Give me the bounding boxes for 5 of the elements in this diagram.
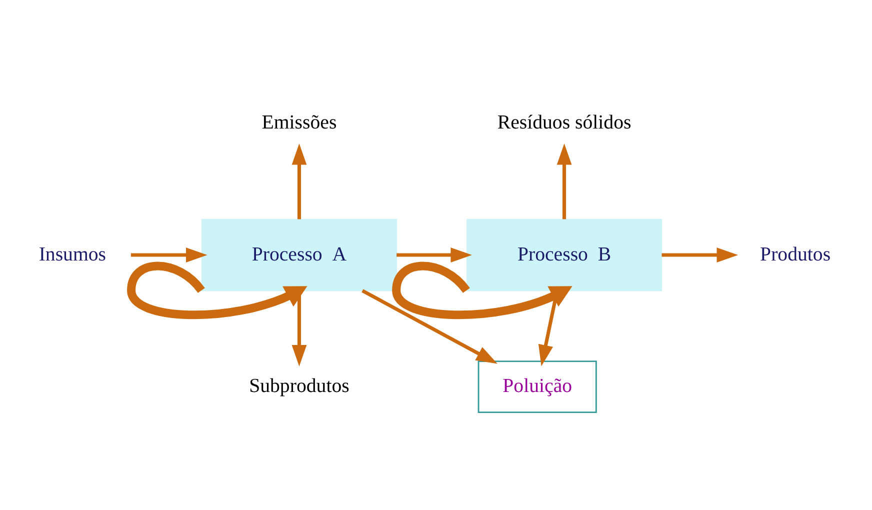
node-text: Produtos <box>760 243 831 266</box>
node-text: Insumos <box>38 243 106 266</box>
node-text: Subprodutos <box>249 375 350 398</box>
node-text: Emissões <box>262 111 337 134</box>
node-text: Resíduos sólidos <box>497 111 632 134</box>
